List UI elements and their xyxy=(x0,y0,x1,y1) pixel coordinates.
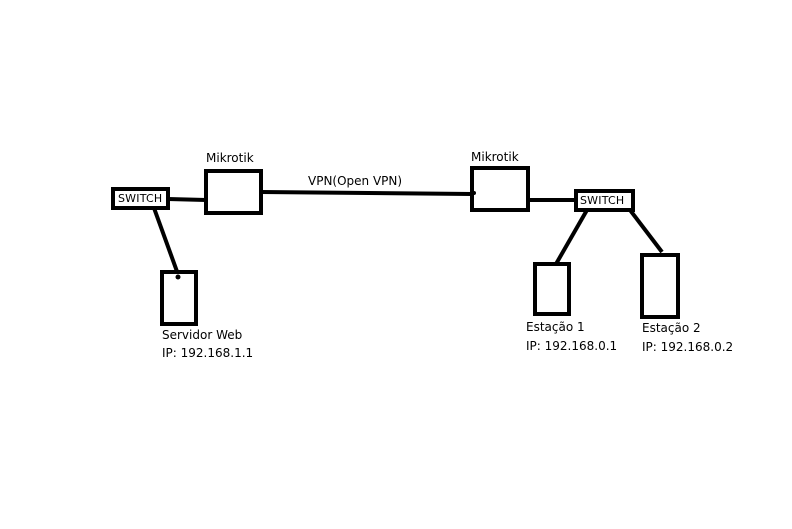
station-2-ip: IP: 192.168.0.2 xyxy=(642,340,734,354)
left-switch-label: SWITCH xyxy=(118,192,163,205)
link-right-switch-to-station-1 xyxy=(554,209,589,265)
left-router-box xyxy=(204,169,263,215)
web-server-port-dot xyxy=(175,274,181,280)
station-1-box xyxy=(533,262,571,316)
web-server-name: Servidor Web xyxy=(162,328,243,342)
right-router-port-dot xyxy=(472,191,476,195)
station-1-name: Estação 1 xyxy=(526,320,585,334)
link-left-switch-to-left-router xyxy=(167,197,207,202)
vpn-link xyxy=(260,190,473,196)
vpn-link-label: VPN(Open VPN) xyxy=(308,174,403,188)
right-switch-label: SWITCH xyxy=(580,194,625,207)
station-2-name: Estação 2 xyxy=(642,321,701,335)
left-switch-box xyxy=(111,187,170,210)
station-1-ip: IP: 192.168.0.1 xyxy=(526,339,618,353)
left-router-label: Mikrotik xyxy=(206,151,254,165)
web-server-box xyxy=(160,270,198,326)
link-right-switch-to-station-2 xyxy=(628,208,664,254)
station-2-box xyxy=(640,253,680,319)
right-router-label: Mikrotik xyxy=(471,150,519,164)
web-server-ip: IP: 192.168.1.1 xyxy=(162,346,254,360)
link-left-switch-to-web-server xyxy=(152,207,181,278)
right-switch-box xyxy=(574,189,635,212)
right-router-box xyxy=(470,166,530,212)
